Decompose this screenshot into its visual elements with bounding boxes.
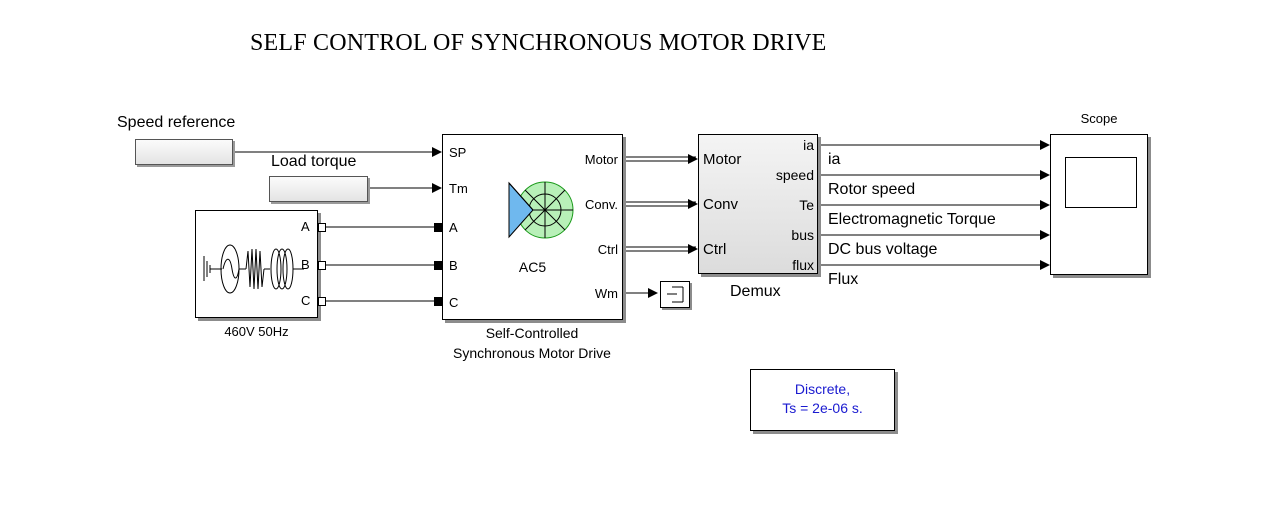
signal-label-dc-bus: DC bus voltage bbox=[828, 241, 938, 258]
demux-input-ctrl: Ctrl bbox=[703, 241, 727, 258]
drive-output-wm: Wm bbox=[594, 286, 618, 301]
signal-label-rotor-speed: Rotor speed bbox=[828, 181, 916, 198]
drive-output-ctrl: Ctrl bbox=[597, 242, 618, 257]
scope-label: Scope bbox=[1080, 111, 1118, 126]
motor-drive-icon bbox=[508, 181, 574, 239]
scope-block[interactable] bbox=[1050, 134, 1148, 275]
speed-reference-block[interactable] bbox=[135, 139, 233, 165]
drive-input-b: B bbox=[449, 258, 458, 273]
powergui-line1: Discrete, bbox=[794, 381, 851, 397]
demux-output-flux: flux bbox=[792, 257, 814, 273]
demux-input-motor: Motor bbox=[703, 151, 742, 168]
demux-output-te: Te bbox=[799, 197, 814, 213]
source-connector-b[interactable] bbox=[318, 261, 326, 270]
source-connector-a[interactable] bbox=[318, 223, 326, 232]
scope-screen-icon bbox=[1065, 157, 1137, 208]
ac-source-icon bbox=[203, 244, 304, 294]
model-title: SELF CONTROL OF SYNCHRONOUS MOTOR DRIVE bbox=[250, 30, 827, 56]
load-torque-label: Load torque bbox=[271, 153, 357, 170]
bus-motor bbox=[623, 154, 698, 164]
source-port-a: A bbox=[301, 219, 310, 234]
source-connector-c[interactable] bbox=[318, 297, 326, 306]
powergui-block[interactable]: Discrete, Ts = 2e-06 s. bbox=[750, 369, 895, 431]
terminator-icon bbox=[667, 286, 684, 303]
drive-output-motor: Motor bbox=[584, 152, 618, 167]
drive-connector-c[interactable] bbox=[434, 297, 442, 306]
signal-label-torque: Electromagnetic Torque bbox=[828, 211, 996, 228]
load-torque-block[interactable] bbox=[269, 176, 368, 202]
demux-output-bus: bus bbox=[791, 227, 814, 243]
drive-connector-a[interactable] bbox=[434, 223, 442, 232]
source-port-c: C bbox=[301, 293, 311, 308]
demux-input-conv: Conv bbox=[703, 196, 739, 213]
drive-block[interactable]: SP Tm A B C Motor Conv. Ctrl Wm AC5 bbox=[442, 134, 623, 320]
drive-connector-b[interactable] bbox=[434, 261, 442, 270]
drive-output-conv: Conv. bbox=[585, 197, 618, 212]
signal-label-flux: Flux bbox=[828, 271, 859, 288]
powergui-line2: Ts = 2e-06 s. bbox=[782, 400, 863, 416]
drive-input-c: C bbox=[449, 295, 459, 310]
drive-input-tm: Tm bbox=[449, 181, 468, 196]
source-port-b: B bbox=[301, 257, 310, 272]
signal-label-ia: ia bbox=[828, 151, 841, 168]
drive-input-sp: SP bbox=[449, 145, 467, 160]
bus-conv bbox=[623, 199, 698, 209]
bus-ctrl bbox=[623, 244, 698, 254]
demux-label: Demux bbox=[730, 283, 781, 300]
drive-inner-label: AC5 bbox=[518, 259, 547, 275]
drive-name-line2: Synchronous Motor Drive bbox=[453, 345, 611, 361]
three-phase-source-block[interactable]: A B C bbox=[195, 210, 318, 318]
demux-block[interactable]: Motor Conv Ctrl ia speed Te bus flux bbox=[698, 134, 818, 274]
speed-reference-label: Speed reference bbox=[117, 114, 236, 131]
drive-name-line1: Self-Controlled bbox=[485, 325, 579, 341]
demux-output-speed: speed bbox=[775, 167, 814, 183]
demux-output-ia: ia bbox=[803, 137, 814, 153]
terminator-block[interactable] bbox=[660, 281, 690, 308]
source-label: 460V 50Hz bbox=[224, 324, 289, 339]
drive-input-a: A bbox=[449, 220, 458, 235]
